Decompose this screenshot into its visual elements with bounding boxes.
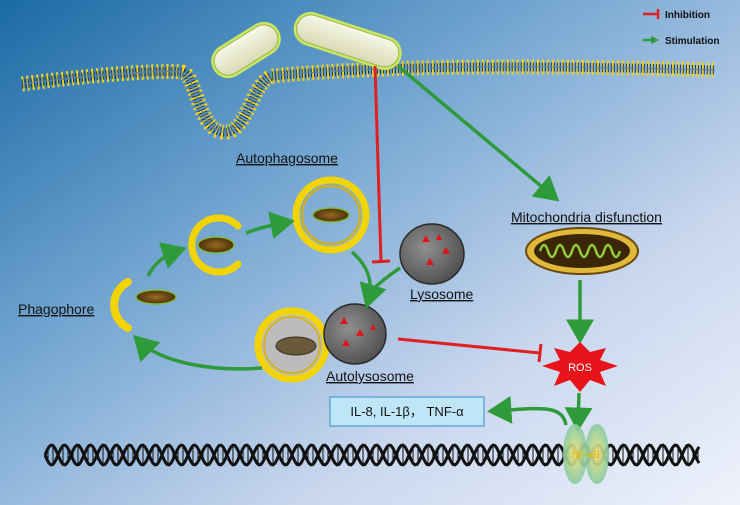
ros-star	[542, 342, 618, 392]
inhibition-arrow-bacteria	[371, 65, 391, 264]
autophagosome-membrane	[292, 176, 370, 254]
membrane-center	[21, 66, 716, 133]
mitochondrion-cristae	[538, 243, 622, 259]
mitochondrion-matrix	[534, 234, 630, 268]
nfkb-subunit-left	[563, 424, 587, 484]
nfkb-subunit-right	[585, 424, 609, 484]
mitochondria-dysfunction-label: Mitochondria disfunction	[511, 209, 662, 225]
phagophore-membrane	[110, 278, 132, 332]
arrow-nfkb-to-cytokines	[487, 395, 568, 426]
inhibition-ros-bar	[537, 343, 543, 363]
autolysosome-enzymes	[340, 317, 376, 346]
cytokine-label: IL-8, IL-1β， TNF-α	[350, 404, 464, 419]
nfkb-label: NF-κB	[572, 450, 601, 461]
autolysosome-label: Autolysosome	[326, 368, 414, 384]
arrow-lysosome-to-fusion	[368, 266, 401, 294]
legend-stimulation-arrowhead	[651, 36, 659, 44]
bacterium-right-body	[296, 14, 400, 68]
autophagosome-inner-membrane	[301, 185, 361, 245]
ros-label: ROS	[568, 362, 592, 374]
legend-stimulation-label: Stimulation	[665, 36, 719, 47]
arrow-expanding-to-autophagosome	[245, 211, 295, 239]
expanding-phagophore-membrane	[188, 214, 242, 276]
dna-base-pairs	[47, 445, 699, 465]
inhibition-bar	[371, 259, 391, 264]
cytokine-box	[329, 396, 485, 427]
arrow-autophagosome-to-fusion	[350, 250, 387, 309]
stimulation-arrow-to-mitochondria	[396, 64, 560, 202]
autophagosome-mitochondrion	[312, 207, 350, 223]
autophagy-cycle: Autophagosome Lysosome Autolysosome Phag…	[18, 150, 474, 384]
bacterium-right	[293, 11, 402, 71]
inhibition-arrow-ros	[397, 337, 543, 363]
arrow-phagophore-to-expanding	[146, 242, 187, 277]
phagophore-label: Phagophore	[18, 301, 95, 317]
inhibition-ros-line	[397, 337, 541, 355]
lysosome-enzymes	[422, 234, 450, 265]
autolysosome-inner-membrane	[263, 316, 321, 374]
nfkb-complex: NF-κB	[563, 424, 609, 484]
bacterium-left-body	[213, 24, 279, 76]
inhibition-line	[373, 65, 383, 263]
expanding-phagophore-mitochondrion	[197, 236, 235, 254]
autolysosome-lysosome	[323, 303, 387, 365]
lysosome-label: Lysosome	[410, 286, 474, 302]
autophagosome-label: Autophagosome	[236, 150, 338, 166]
legend-inhibition-label: Inhibition	[665, 10, 710, 21]
bacterium-left	[211, 21, 281, 79]
cell-membrane	[21, 59, 716, 140]
arrow-autolysosome-to-phagophore	[133, 335, 263, 371]
ros-burst: ROS	[542, 342, 618, 392]
autolysosome-degraded-mitochondrion	[275, 336, 317, 356]
legend: Inhibition Stimulation	[643, 9, 719, 47]
dysfunctional-mitochondrion	[525, 227, 639, 275]
arrow-ros-to-nfkb	[564, 392, 593, 432]
lysosome	[399, 223, 465, 285]
phagophore-mitochondrion	[135, 289, 177, 305]
